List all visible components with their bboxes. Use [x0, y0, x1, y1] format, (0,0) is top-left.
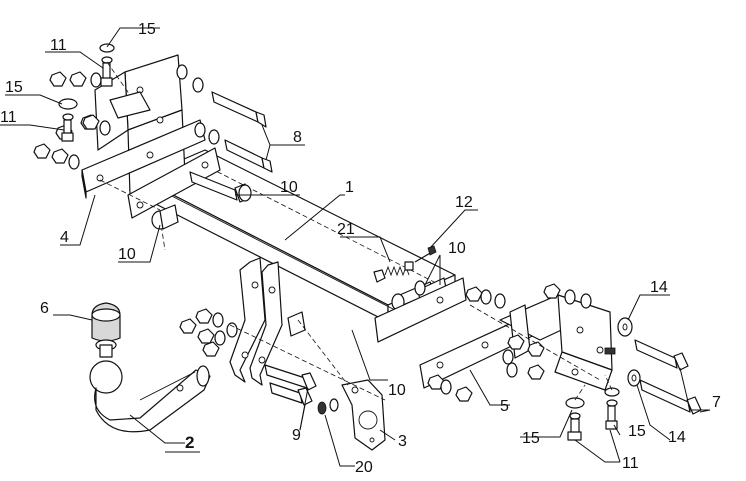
- bolt-11-mid: [58, 98, 78, 142]
- label-14-top: 14: [650, 279, 668, 296]
- label-10-left: 10: [118, 246, 136, 263]
- socket-plate-3: [341, 379, 386, 451]
- label-7: 7: [712, 394, 721, 411]
- label-9: 9: [292, 427, 301, 444]
- label-1: 1: [345, 179, 354, 196]
- label-5: 5: [500, 398, 509, 415]
- left-plate-4: [81, 119, 206, 199]
- label-3: 3: [398, 433, 407, 450]
- label-10-right: 10: [448, 240, 466, 257]
- label-21: 21: [337, 221, 355, 238]
- label-2: 2: [185, 433, 194, 452]
- spring-21: [373, 261, 414, 283]
- label-10-upper: 10: [280, 179, 298, 196]
- label-15-left: 15: [5, 79, 23, 96]
- bolt-11-top: [99, 43, 115, 87]
- label-4: 4: [60, 229, 69, 246]
- bolts-8: [211, 91, 273, 173]
- rod-12: [414, 245, 437, 263]
- bolts-9: [264, 364, 317, 406]
- ball-cover-6: [91, 302, 121, 342]
- label-11-top: 11: [50, 37, 67, 54]
- part-labels: 15 11 15 11 8 10 1 12 21 10 4 10 14 6 10…: [0, 21, 721, 476]
- label-12: 12: [455, 194, 473, 211]
- label-8: 8: [293, 129, 302, 146]
- bolt-10-upper: [189, 171, 252, 203]
- leader-lines: [0, 27, 711, 467]
- label-10-bottom: 10: [388, 382, 406, 399]
- label-14-bottom: 14: [668, 429, 686, 446]
- label-6: 6: [40, 300, 49, 317]
- label-11-bottom: 11: [622, 455, 639, 472]
- label-15-bottom-left: 15: [522, 430, 540, 447]
- alignment-lines: [99, 179, 613, 401]
- label-15-bottom-right: 15: [628, 423, 646, 440]
- left-lower-bracket: [127, 147, 221, 219]
- center-nuts-washers: [179, 308, 238, 357]
- center-vertical-brackets: [229, 257, 306, 386]
- label-20: 20: [355, 459, 373, 476]
- label-15-top: 15: [138, 21, 156, 38]
- bolt-10-lower: [151, 204, 179, 230]
- bolts-7: [617, 317, 702, 415]
- tow-ball-arm-2: [89, 339, 211, 433]
- washer-20: [317, 398, 339, 415]
- bolts-11-bottom: [565, 387, 620, 441]
- label-11-left: 11: [0, 109, 17, 126]
